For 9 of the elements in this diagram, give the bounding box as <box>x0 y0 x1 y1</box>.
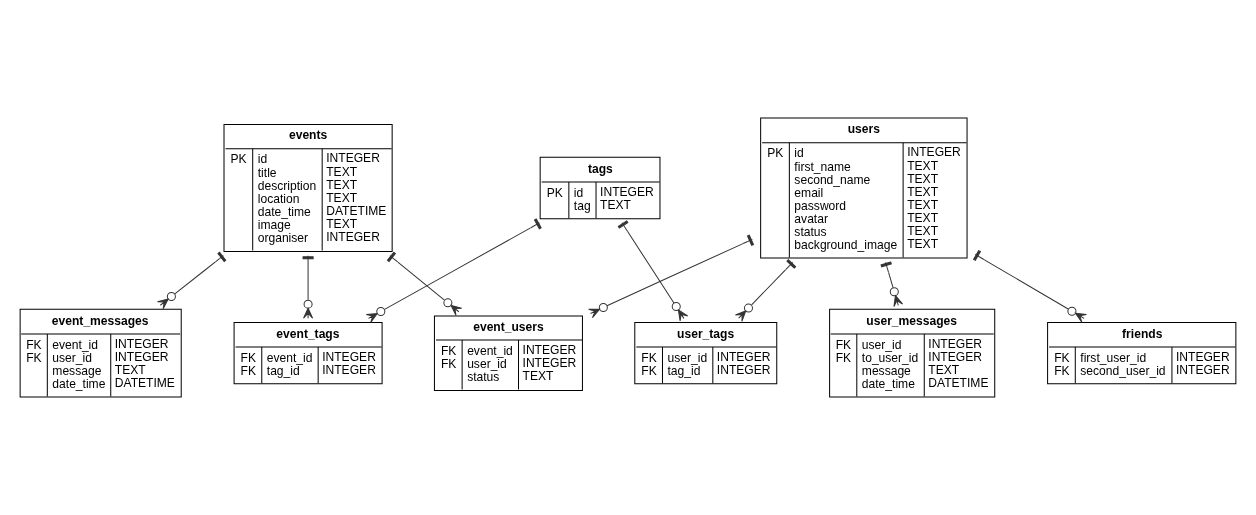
connector <box>365 218 542 323</box>
connector <box>386 251 463 316</box>
connector <box>157 251 227 310</box>
connector <box>734 258 797 322</box>
connector <box>588 234 755 319</box>
connector <box>972 249 1087 323</box>
connector <box>880 261 904 308</box>
connector <box>617 220 689 322</box>
connector <box>302 255 314 319</box>
